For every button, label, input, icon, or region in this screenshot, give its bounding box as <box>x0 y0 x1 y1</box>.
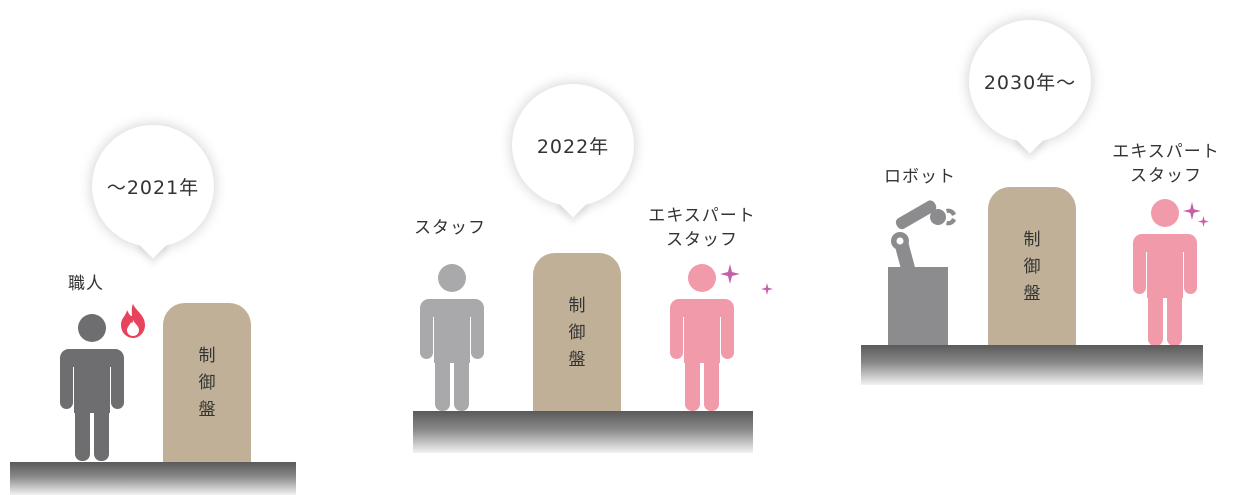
speech-bubble: 2022年 <box>512 84 634 218</box>
bubble-tail <box>1014 122 1046 154</box>
panel-char: 制 <box>568 295 586 316</box>
staff-icon <box>420 264 484 411</box>
bubble-year-label: 2030年～ <box>983 71 1077 94</box>
bubble-tail <box>137 227 169 259</box>
worker-label: 職人 <box>68 274 104 294</box>
ground-platform <box>413 411 753 453</box>
expert-staff-label: エキスパート スタッフ <box>1096 140 1235 188</box>
expert-staff-icon <box>670 264 734 411</box>
expert-label-line1: エキスパート <box>648 206 756 226</box>
craftsman-icon <box>60 314 124 461</box>
panel-char: 盤 <box>568 349 586 370</box>
fire-icon <box>121 304 145 338</box>
sparkle-small-icon <box>761 283 773 295</box>
speech-bubble: ～2021年 <box>92 125 214 259</box>
panel-char: 制 <box>198 345 216 366</box>
sparkle-icon <box>1183 202 1201 220</box>
bubble-tail <box>557 186 589 218</box>
sparkle-icon <box>720 264 740 284</box>
expert-staff-icon <box>1133 199 1197 346</box>
control-panel: 制 御 盤 <box>163 303 251 463</box>
expert-label-line1: エキスパート <box>1112 142 1220 162</box>
robot-label: ロボット <box>884 167 956 187</box>
expert-label-line2: スタッフ <box>666 230 738 250</box>
sparkle-small-icon <box>1198 216 1209 227</box>
panel-char: 盤 <box>1023 283 1041 304</box>
ground-platform <box>861 345 1203 385</box>
speech-bubble: 2030年～ <box>969 20 1091 154</box>
expert-staff-label: エキスパート スタッフ <box>632 204 772 252</box>
panel-char: 御 <box>198 372 216 393</box>
panel-char: 盤 <box>198 399 216 420</box>
robot-arm-icon <box>888 200 956 347</box>
panel-char: 制 <box>1023 229 1041 250</box>
bubble-year-label: 2022年 <box>536 135 610 158</box>
panel-char: 御 <box>1023 256 1041 277</box>
staff-label: スタッフ <box>414 218 486 238</box>
control-panel: 制 御 盤 <box>988 187 1076 347</box>
control-panel: 制 御 盤 <box>533 253 621 413</box>
panel-char: 御 <box>568 322 586 343</box>
bubble-year-label: ～2021年 <box>106 176 200 199</box>
expert-label-line2: スタッフ <box>1130 166 1202 186</box>
ground-platform <box>10 462 296 495</box>
